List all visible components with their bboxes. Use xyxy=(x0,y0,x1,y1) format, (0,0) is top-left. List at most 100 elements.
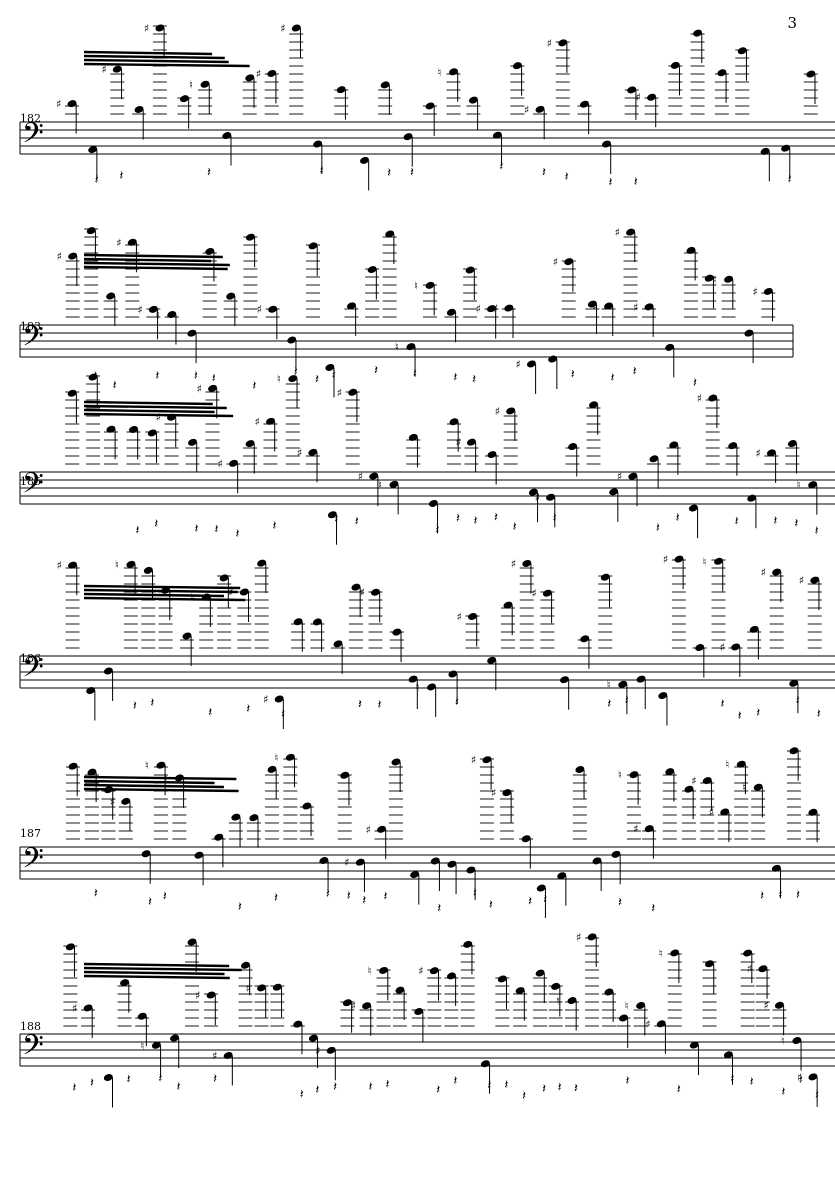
note-head xyxy=(241,961,250,969)
note-head xyxy=(502,789,512,797)
accidental-icon: ♯ xyxy=(366,823,371,836)
accidental-icon: ♯ xyxy=(418,965,423,978)
rest-icon: 𝄽 xyxy=(300,1088,304,1103)
rest-icon: 𝄽 xyxy=(473,886,477,901)
note-head xyxy=(68,762,78,770)
note-head xyxy=(245,233,255,241)
note-head xyxy=(371,588,380,596)
note-head xyxy=(112,65,122,73)
rest-icon: 𝄽 xyxy=(215,522,219,537)
rest-icon: 𝄽 xyxy=(326,887,330,902)
rest-icon: 𝄽 xyxy=(634,175,638,190)
rest-icon: 𝄽 xyxy=(487,1079,491,1094)
accidental-icon: ♯ xyxy=(495,405,500,418)
note-head xyxy=(272,983,282,991)
note-head xyxy=(187,329,197,337)
note-head xyxy=(302,802,312,810)
measure-number: 186 xyxy=(20,652,41,665)
note-head xyxy=(688,504,698,512)
accidental-icon: ♯ xyxy=(747,963,752,976)
accidental-icon: ♯ xyxy=(72,1002,77,1015)
note-head xyxy=(466,438,476,446)
note-head xyxy=(774,1001,784,1009)
rest-icon: 𝄽 xyxy=(135,523,139,538)
note-head xyxy=(103,1074,113,1081)
note-head xyxy=(611,850,621,858)
accidental-icon: ♮ xyxy=(797,479,801,492)
note-head xyxy=(346,302,356,310)
note-head xyxy=(674,555,684,563)
note-head xyxy=(129,426,138,433)
rest-icon: 𝄽 xyxy=(413,366,417,381)
note-head xyxy=(147,429,157,437)
note-head xyxy=(446,308,456,316)
rest-icon: 𝄽 xyxy=(72,1081,76,1096)
rest-icon: 𝄽 xyxy=(542,165,546,180)
note-head xyxy=(446,972,456,980)
accidental-icon: ♯ xyxy=(531,587,536,600)
note-head xyxy=(425,281,435,289)
note-head xyxy=(288,375,298,383)
beam xyxy=(83,50,213,56)
beam xyxy=(83,596,246,602)
note-head xyxy=(689,1041,699,1049)
rest-icon: 𝄽 xyxy=(119,169,123,184)
note-head xyxy=(395,986,405,994)
note-head xyxy=(88,146,98,154)
rest-icon: 𝄽 xyxy=(607,697,611,712)
note-head xyxy=(626,228,636,236)
accidental-icon: ♮ xyxy=(140,1039,144,1052)
note-head xyxy=(536,884,546,892)
accidental-icon: ♮ xyxy=(437,66,441,79)
measure-number: 188 xyxy=(20,1020,41,1033)
note-head xyxy=(619,1014,628,1022)
note-head xyxy=(665,768,675,776)
rest-icon: 𝄽 xyxy=(499,160,503,175)
note-head xyxy=(587,300,597,308)
accidental-icon: ♯ xyxy=(633,301,638,314)
note-head xyxy=(285,753,295,761)
staff-system-5: 187 xyxy=(0,710,835,900)
rest-icon: 𝄽 xyxy=(177,1080,181,1095)
note-head xyxy=(126,560,136,568)
accidental-icon: ♮ xyxy=(713,273,717,286)
rest-icon: 𝄽 xyxy=(272,519,276,534)
accidental-icon: ♯ xyxy=(697,392,702,405)
note-head xyxy=(580,635,590,643)
note-head xyxy=(194,851,204,859)
rest-icon: 𝄽 xyxy=(281,707,285,722)
accidental-icon: ♮ xyxy=(625,999,629,1012)
note-head xyxy=(528,488,538,496)
bass-clef-icon: 𝄢 xyxy=(22,467,44,507)
note-head xyxy=(753,783,763,791)
note-head xyxy=(468,613,477,620)
note-head xyxy=(229,459,238,467)
accidental-icon: ♯ xyxy=(57,559,62,572)
note-head xyxy=(245,74,255,82)
note-head xyxy=(377,825,386,833)
note-head xyxy=(447,860,457,868)
rest-icon: 𝄽 xyxy=(358,697,362,712)
accidental-icon: ♯ xyxy=(197,382,202,395)
rest-icon: 𝄽 xyxy=(235,527,239,542)
rest-icon: 𝄽 xyxy=(155,369,159,384)
accidental-icon: ♯ xyxy=(799,574,804,587)
accidental-icon: ♯ xyxy=(137,303,142,316)
accidental-icon: ♯ xyxy=(212,1049,217,1062)
note-head xyxy=(758,965,768,973)
note-head xyxy=(88,373,98,381)
beam xyxy=(83,404,227,410)
note-head xyxy=(68,561,78,569)
note-head xyxy=(179,95,189,103)
rest-icon: 𝄽 xyxy=(565,170,569,185)
rest-icon: 𝄽 xyxy=(453,1074,457,1089)
note-head xyxy=(257,984,266,992)
note-head xyxy=(385,230,395,238)
rest-icon: 𝄽 xyxy=(760,889,764,904)
accidental-icon: ♯ xyxy=(116,236,121,249)
note-head xyxy=(521,835,531,843)
rest-icon: 𝄽 xyxy=(473,514,477,529)
note-head xyxy=(592,857,602,865)
note-head xyxy=(705,960,714,968)
rest-icon: 𝄽 xyxy=(246,702,250,717)
